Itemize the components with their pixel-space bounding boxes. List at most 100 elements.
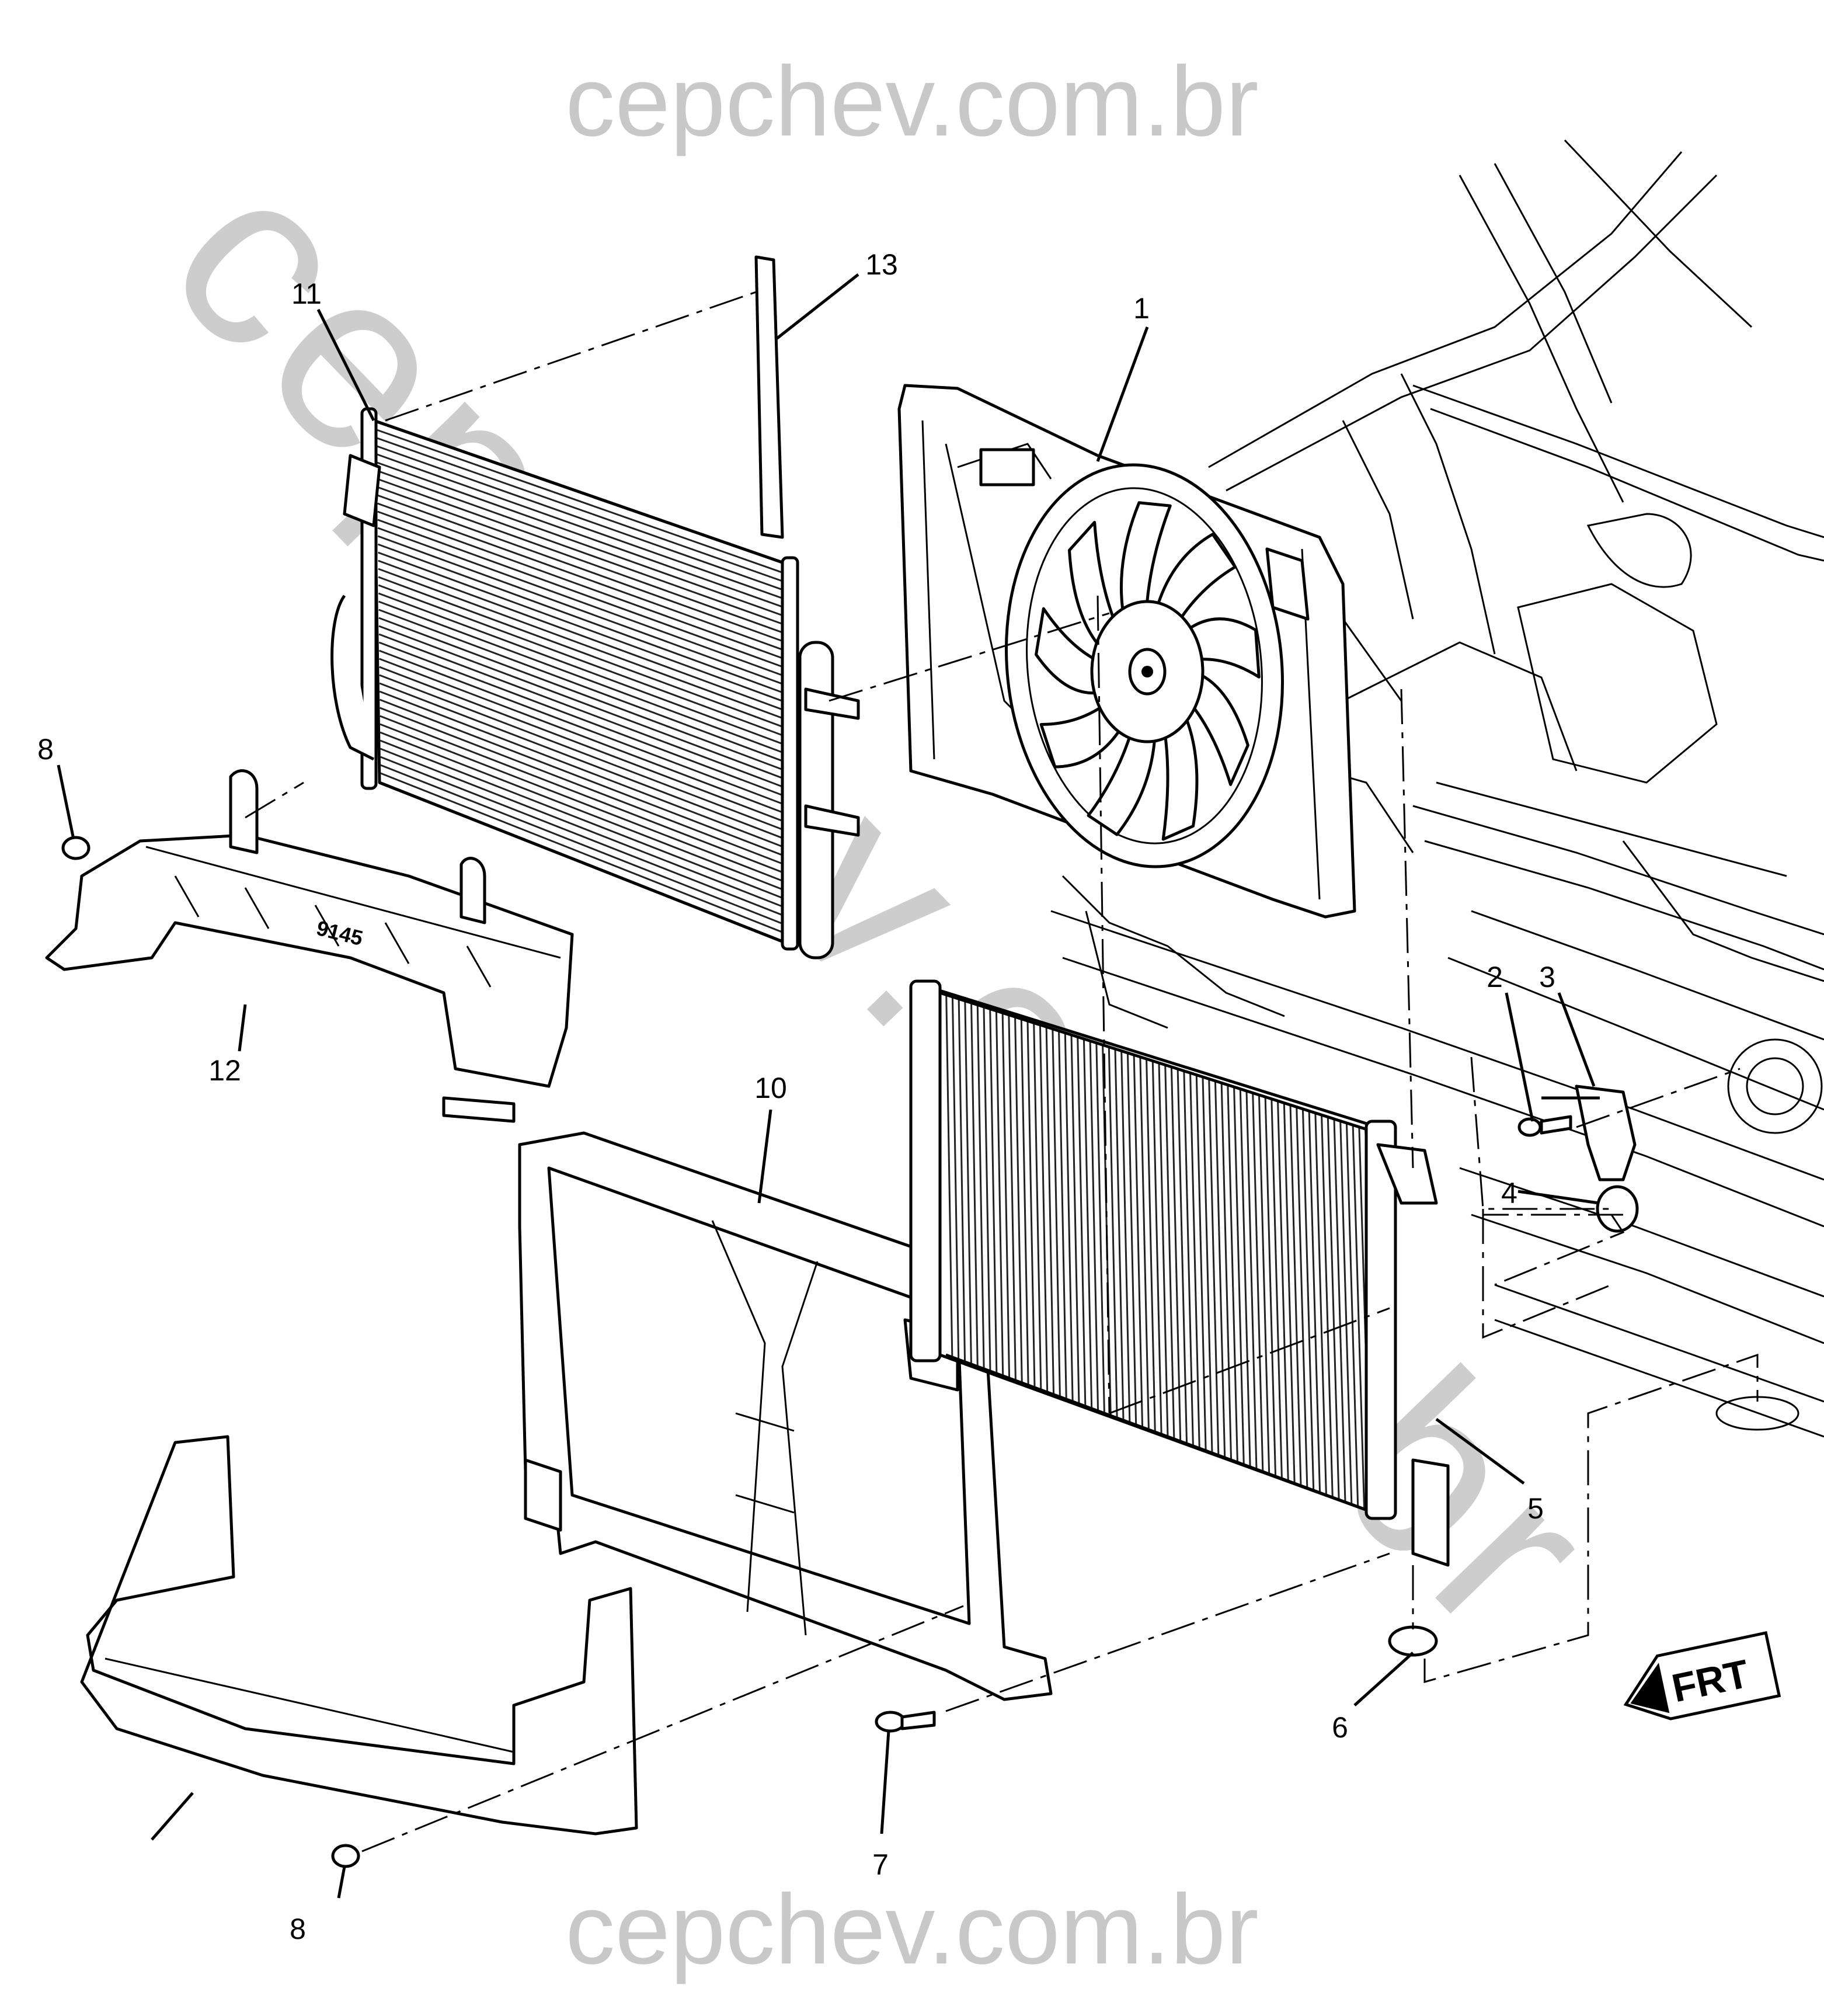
- fin-line: [380, 715, 793, 877]
- fin-line: [1289, 1104, 1302, 1486]
- fin-line: [379, 698, 793, 860]
- fin-line: [380, 739, 793, 903]
- fan-blade: [1161, 707, 1199, 841]
- fin-line: [380, 731, 793, 895]
- fin-line: [1339, 1121, 1353, 1505]
- fin-line: [1321, 1115, 1334, 1498]
- callout-7: 7: [872, 1848, 889, 1881]
- fin-line: [1189, 1073, 1200, 1449]
- fin-line: [1058, 1031, 1067, 1400]
- callout-10: 10: [754, 1072, 787, 1104]
- fin-line: [1208, 1079, 1220, 1456]
- fin-line: [377, 535, 793, 689]
- bolt-2: [1517, 1117, 1542, 1137]
- fin-line: [377, 486, 793, 637]
- fin-line: [376, 445, 793, 595]
- fin-line: [376, 437, 793, 586]
- callout-6: 6: [1332, 1711, 1348, 1744]
- fin-line: [1146, 1059, 1156, 1433]
- fin-line: [1139, 1056, 1150, 1430]
- fin-line: [1164, 1065, 1175, 1440]
- fin-line: [1227, 1085, 1238, 1463]
- radiator-support-frame: [518, 1131, 1053, 1701]
- fin-line: [1333, 1118, 1346, 1503]
- fin-line: [976, 1004, 985, 1370]
- watermark-top: cepchev.com.br: [565, 46, 1258, 157]
- fin-line: [1183, 1070, 1194, 1447]
- fan-blade: [1154, 533, 1237, 628]
- fin-line: [1082, 1038, 1093, 1409]
- fin-line: [995, 1010, 1004, 1377]
- watermark-bottom: cepchev.com.br: [565, 1874, 1258, 1985]
- fin-line: [378, 617, 793, 774]
- fin-line: [1202, 1076, 1213, 1454]
- fin-line: [379, 690, 793, 851]
- fin-line: [951, 996, 960, 1360]
- fin-line: [983, 1006, 991, 1372]
- fin-line: [377, 461, 793, 611]
- fin-line: [1277, 1101, 1289, 1482]
- fin-line: [1345, 1122, 1359, 1507]
- fin-line: [1052, 1028, 1061, 1398]
- fin-line: [964, 1000, 972, 1365]
- callout-13: 13: [865, 248, 898, 281]
- fin-line: [1283, 1103, 1296, 1484]
- fin-line: [1014, 1017, 1023, 1384]
- bolt-7: [875, 1711, 906, 1733]
- callout-3: 3: [1539, 961, 1555, 993]
- fin-line: [378, 568, 793, 723]
- callout-2: 2: [1487, 961, 1503, 993]
- callout-1: 1: [1133, 292, 1150, 325]
- fin-line: [378, 633, 793, 792]
- fin-line: [1095, 1042, 1105, 1414]
- fin-line: [378, 576, 793, 732]
- fin-line: [1133, 1055, 1144, 1428]
- fin-line: [1301, 1108, 1315, 1491]
- fin-line: [1258, 1094, 1270, 1475]
- fin-line: [379, 658, 793, 818]
- fin-line: [1239, 1089, 1251, 1468]
- fin-line: [378, 592, 793, 749]
- insulator-4: [1596, 1185, 1639, 1233]
- fin-line: [1270, 1099, 1283, 1479]
- fin-line: [1064, 1033, 1074, 1402]
- fan-blade: [1185, 670, 1249, 786]
- fin-line: [378, 649, 793, 809]
- fin-line: [377, 519, 793, 672]
- fin-line: [1001, 1013, 1011, 1379]
- leader-lines: [57, 273, 1600, 1899]
- front-direction-icon: FRT: [1623, 1631, 1781, 1720]
- fin-line: [379, 666, 793, 826]
- fan-blade: [1087, 725, 1157, 836]
- fin-line: [1120, 1051, 1131, 1423]
- fin-line: [378, 609, 793, 766]
- fin-line: [1045, 1027, 1055, 1395]
- radiator: [909, 979, 1450, 1567]
- fin-line: [378, 584, 793, 741]
- fin-line: [380, 723, 793, 886]
- fin-line: [380, 764, 793, 929]
- fin-line: [989, 1009, 998, 1374]
- fin-line: [1308, 1111, 1321, 1493]
- upper-air-deflector: 9145: [45, 769, 574, 1123]
- fin-line: [1176, 1069, 1188, 1444]
- body-structure: [1050, 139, 1824, 1438]
- fin-line: [1151, 1061, 1162, 1435]
- fin-line: [377, 510, 793, 663]
- fin-line: [1195, 1075, 1207, 1451]
- fan-blade: [1120, 501, 1172, 623]
- fin-line: [1252, 1093, 1264, 1472]
- fin-line: [1296, 1107, 1308, 1489]
- fin-line: [380, 707, 793, 869]
- fin-line: [377, 470, 793, 620]
- fin-line: [1233, 1087, 1245, 1465]
- fan-blade: [1068, 520, 1119, 654]
- fin-line: [1314, 1113, 1327, 1496]
- callout-4: 4: [1501, 1177, 1517, 1209]
- fin-line: [970, 1003, 979, 1367]
- fin-line: [958, 999, 966, 1362]
- fin-line: [377, 502, 793, 655]
- fin-line: [1033, 1023, 1042, 1391]
- fin-line: [380, 772, 793, 937]
